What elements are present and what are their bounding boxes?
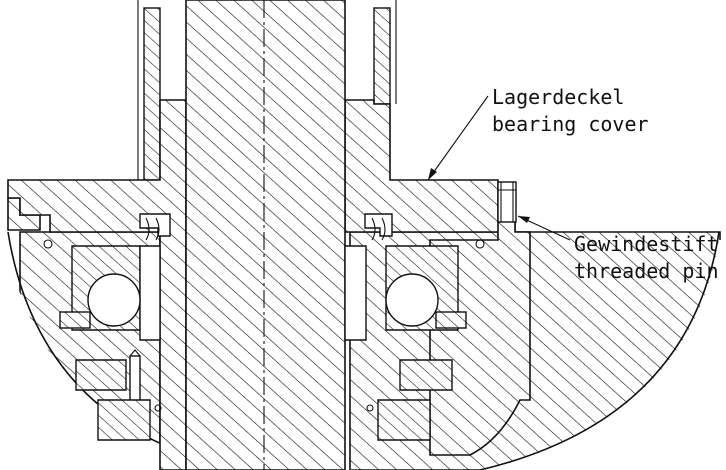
label-threaded-pin-de: Gewindestift: [574, 232, 719, 256]
bearing-cover-leader-arrow: [428, 168, 437, 180]
threaded-pin-leader-arrow: [518, 216, 530, 223]
bearing-cover: [7, 99, 531, 470]
bearing-right: [344, 213, 485, 441]
threaded-pin: [497, 181, 517, 223]
bearing-left: [43, 213, 171, 441]
label-bearing-cover-en: bearing cover: [492, 112, 649, 136]
housing-arc-outline-right: [479, 231, 720, 470]
label-bearing-cover-de: Lagerdeckel: [492, 85, 624, 109]
bearing-cover-leader: [427, 95, 489, 181]
label-threaded-pin-en: threaded pin: [574, 259, 719, 283]
upper-sleeve: [137, 0, 397, 181]
leader-lines: [427, 95, 571, 241]
shaft: [185, 0, 346, 470]
